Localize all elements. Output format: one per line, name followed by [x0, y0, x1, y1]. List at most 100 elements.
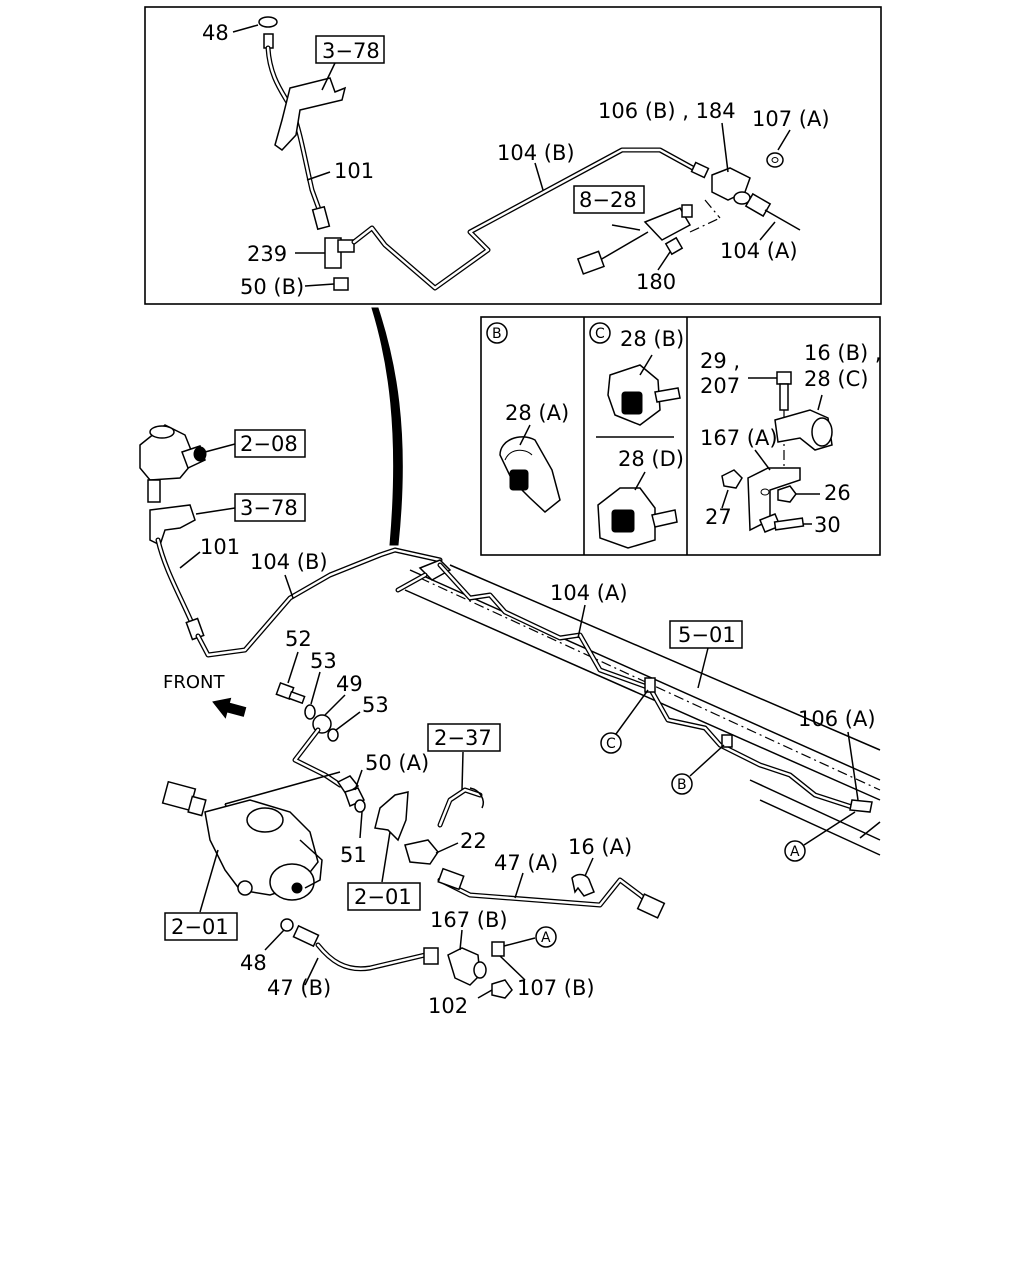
leader-378-main	[195, 507, 236, 515]
top-inset-frame	[144, 6, 882, 305]
hose-47b	[315, 942, 428, 972]
fitting-104a-top	[744, 192, 772, 218]
fitting-106a	[849, 799, 873, 813]
label-28c: 28 (C)	[804, 367, 868, 391]
detail-bracket: 29 , 207 16 (B) , 28 (C) 167 (A) 26 27 3…	[700, 341, 882, 537]
washer-51	[354, 799, 366, 813]
svg-text:C: C	[606, 736, 616, 752]
clip-point-b	[721, 734, 733, 748]
label-27: 27	[705, 505, 732, 529]
label-ref-2-08: 2−08	[240, 432, 298, 456]
detail-panel: B 28 (A) C 28 (B) 28 (D) 29 ,	[480, 316, 882, 556]
label-ref-2-01-left: 2−01	[171, 915, 229, 939]
label-207: 207	[700, 374, 740, 398]
label-167b: 167 (B)	[430, 908, 508, 932]
nut-50b	[333, 277, 349, 291]
leader-47a	[514, 872, 524, 899]
actuator-assembly	[161, 780, 323, 913]
label-107a: 107 (A)	[752, 107, 830, 131]
ref-box-2-08	[234, 429, 306, 458]
leader-828	[611, 224, 641, 231]
marker-c-detail	[589, 322, 611, 344]
washer-53-a	[304, 704, 316, 720]
label-16b: 16 (B) ,	[804, 341, 882, 365]
label-104b-main: 104 (B)	[250, 550, 328, 574]
union-fitting-group	[275, 651, 366, 808]
label-22: 22	[460, 829, 487, 853]
leader-50b	[304, 283, 335, 287]
label-28d: 28 (D)	[618, 447, 684, 471]
label-ref-2-01-mid: 2−01	[354, 885, 412, 909]
svg-text:A: A	[541, 930, 551, 946]
washer-107b	[491, 941, 505, 957]
ref-box-2-01-mid	[347, 882, 421, 911]
marker-a-right	[784, 840, 806, 862]
front-arrow-icon	[212, 697, 247, 719]
label-101-main: 101	[200, 535, 240, 559]
marker-c-main	[600, 732, 622, 754]
clip-16a	[571, 873, 595, 897]
sensor-connector	[576, 250, 605, 275]
hose-101-end-fitting	[311, 205, 331, 231]
leader-208	[204, 443, 236, 453]
leader-180	[657, 251, 671, 271]
ref-box-5-01	[669, 620, 743, 649]
clip-point-c	[644, 677, 656, 693]
leader-104b-main	[284, 574, 294, 599]
marker-a-lower	[535, 926, 557, 948]
leader-378-top	[321, 62, 336, 91]
label-28b: 28 (B)	[620, 327, 684, 351]
label-102: 102	[428, 994, 468, 1018]
label-ref-5-01: 5−01	[678, 623, 736, 647]
label-ref-8-28: 8−28	[579, 188, 637, 212]
label-51: 51	[340, 843, 367, 867]
bracket-3-78-main	[149, 504, 196, 547]
leader-104a-top	[759, 221, 776, 241]
bracket-167a	[747, 467, 801, 532]
plug-180	[664, 236, 684, 256]
bolt-29-207	[776, 371, 792, 385]
leader-101-top	[306, 171, 331, 181]
label-48-lower: 48	[240, 951, 267, 975]
leader-106b	[721, 122, 729, 173]
ref-box-2-01-left	[164, 912, 238, 941]
label-53-a: 53	[310, 649, 337, 673]
leader-104a-main	[577, 604, 586, 639]
label-107b: 107 (B)	[517, 976, 595, 1000]
label-47a: 47 (A)	[494, 851, 558, 875]
label-48-top: 48	[202, 21, 229, 45]
label-53-b: 53	[362, 693, 389, 717]
label-49: 49	[336, 672, 363, 696]
nut-26	[777, 485, 797, 503]
leader-104b-top	[534, 162, 544, 191]
leader-501	[697, 647, 709, 689]
ref-box-8-28	[573, 185, 645, 214]
label-104b-top: 104 (B)	[497, 141, 575, 165]
detail-c: C 28 (B) 28 (D)	[589, 322, 684, 549]
label-30: 30	[814, 513, 841, 537]
label-ref-2-37: 2−37	[434, 726, 492, 750]
main-diagram: C B A	[139, 307, 881, 1018]
svg-text:A: A	[790, 844, 800, 860]
washer-107a	[766, 152, 784, 168]
pipe-104b-top	[351, 147, 703, 291]
sensor-8-28	[643, 207, 692, 241]
leader-101-main	[179, 551, 201, 569]
svg-text:B: B	[492, 326, 502, 342]
chassis-rail-upper	[409, 569, 881, 781]
svg-text:B: B	[677, 777, 687, 793]
ref-box-3-78-main	[234, 493, 306, 522]
leader-201-b	[381, 831, 391, 883]
bracket-2-01-mid	[374, 791, 409, 842]
label-101-top: 101	[334, 159, 374, 183]
label-ref-3-78-top: 3−78	[322, 39, 380, 63]
marker-b-detail	[486, 322, 508, 344]
label-50b: 50 (B)	[240, 275, 304, 299]
label-106a: 106 (A)	[798, 707, 876, 731]
ref-box-3-78-top	[315, 35, 385, 64]
leader-48-top	[232, 24, 259, 33]
clip-28a	[499, 436, 561, 513]
label-ref-3-78-main: 3−78	[240, 496, 298, 520]
washer-53-b	[327, 728, 339, 742]
